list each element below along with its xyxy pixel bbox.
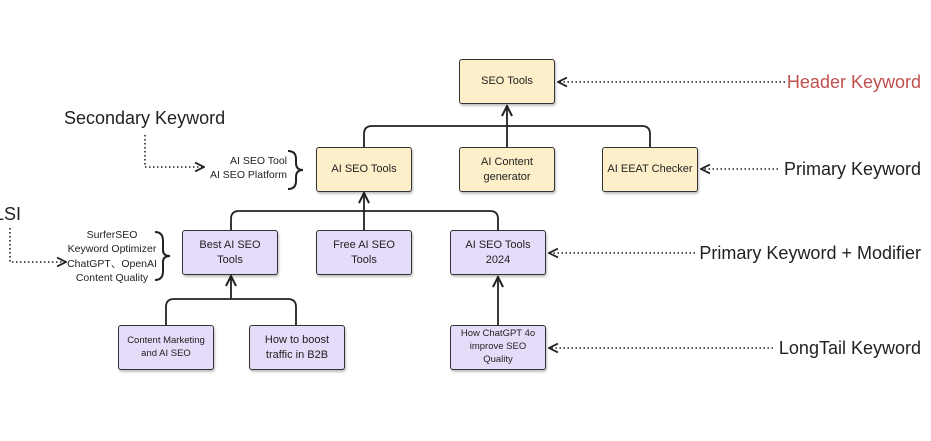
secondary-term: AI SEO Platform [209, 169, 287, 182]
node-seo-tools-text: SEO Tools [481, 75, 533, 88]
node-content-marketing-line1: Content Marketing [127, 334, 205, 346]
node-free-ai-seo-tools: Free AI SEO Tools [316, 230, 412, 275]
node-chatgpt-4o-line1: How ChatGPT 4o [460, 328, 536, 340]
lsi-term: Content Quality [75, 272, 149, 285]
node-ai-content-generator: AI Content generator [459, 147, 555, 192]
node-ai-seo-tools: AI SEO Tools [316, 147, 412, 192]
label-lsi: LSI [0, 204, 22, 224]
node-boost-traffic: How to boost traffic in B2B [249, 325, 345, 370]
lsi-terms-list: SurferSEO Keyword Optimizer ChatGPT、Open… [66, 228, 158, 286]
secondary-term: AI SEO Tool [229, 155, 287, 167]
node-chatgpt-4o-line2: improve SEO Quality [469, 341, 527, 365]
label-longtail-keyword: LongTail Keyword [778, 338, 921, 358]
node-content-marketing: Content Marketing and AI SEO [118, 325, 214, 370]
secondary-brace [287, 150, 304, 190]
label-primary-keyword: Primary Keyword [783, 159, 921, 179]
node-ai-seo-tools-text: AI SEO Tools [331, 163, 397, 176]
lsi-term: SurferSEO [86, 229, 138, 241]
node-best-ai-seo-tools: Best AI SEO Tools [182, 230, 278, 275]
node-content-marketing-line2: and AI SEO [141, 347, 191, 359]
dotted-arrow-secondary [144, 135, 204, 167]
node-ai-eeat-checker: AI EEAT Checker [602, 147, 698, 192]
node-ai-seo-tools-2024-text: AI SEO Tools 2024 [465, 238, 531, 266]
node-boost-traffic-line1: How to boost [264, 333, 330, 346]
node-ai-eeat-checker-text: AI EEAT Checker [607, 163, 693, 176]
label-primary-keyword-modifier: Primary Keyword + Modifier [699, 243, 921, 263]
dotted-arrow-lsi [9, 228, 66, 262]
node-best-ai-seo-tools-text: Best AI SEO Tools [199, 238, 261, 266]
lsi-term: Keyword Optimizer [67, 243, 157, 256]
node-seo-tools: SEO Tools [459, 59, 555, 104]
node-ai-content-generator-line1: AI Content [481, 155, 533, 168]
secondary-terms-list: AI SEO Tool AI SEO Platform [210, 154, 287, 183]
node-chatgpt-4o: How ChatGPT 4o improve SEO Quality [450, 325, 546, 370]
node-free-ai-seo-tools-text: Free AI SEO Tools [333, 238, 395, 266]
label-secondary-keyword: Secondary Keyword [64, 108, 226, 128]
lsi-brace [154, 231, 171, 281]
tree-connector-level3 [165, 298, 297, 325]
label-header-keyword: Header Keyword [786, 72, 921, 92]
node-ai-content-generator-line2: generator [483, 170, 531, 183]
node-ai-seo-tools-2024: AI SEO Tools 2024 [450, 230, 546, 275]
lsi-term: ChatGPT、OpenAI [67, 257, 157, 270]
node-boost-traffic-line2: traffic in B2B [265, 348, 329, 361]
